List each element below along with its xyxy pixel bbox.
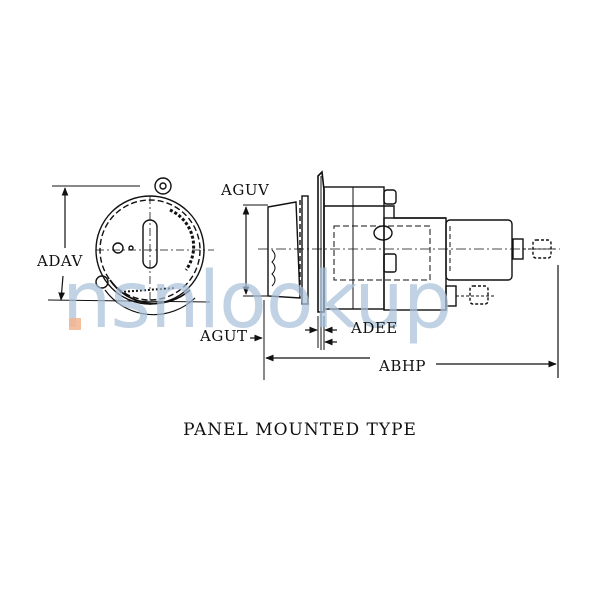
dim-label-adee: ADEE — [351, 319, 398, 337]
dim-label-aguv: AGUV — [221, 181, 270, 199]
figure-caption: PANEL MOUNTED TYPE — [183, 420, 417, 440]
front-view — [47, 177, 214, 316]
side-view — [242, 170, 560, 380]
dim-label-agut: AGUT — [200, 327, 248, 345]
dim-label-abhp: ABHP — [379, 357, 427, 375]
watermark-accent — [69, 318, 81, 330]
dim-label-adav: ADAV — [37, 252, 83, 270]
